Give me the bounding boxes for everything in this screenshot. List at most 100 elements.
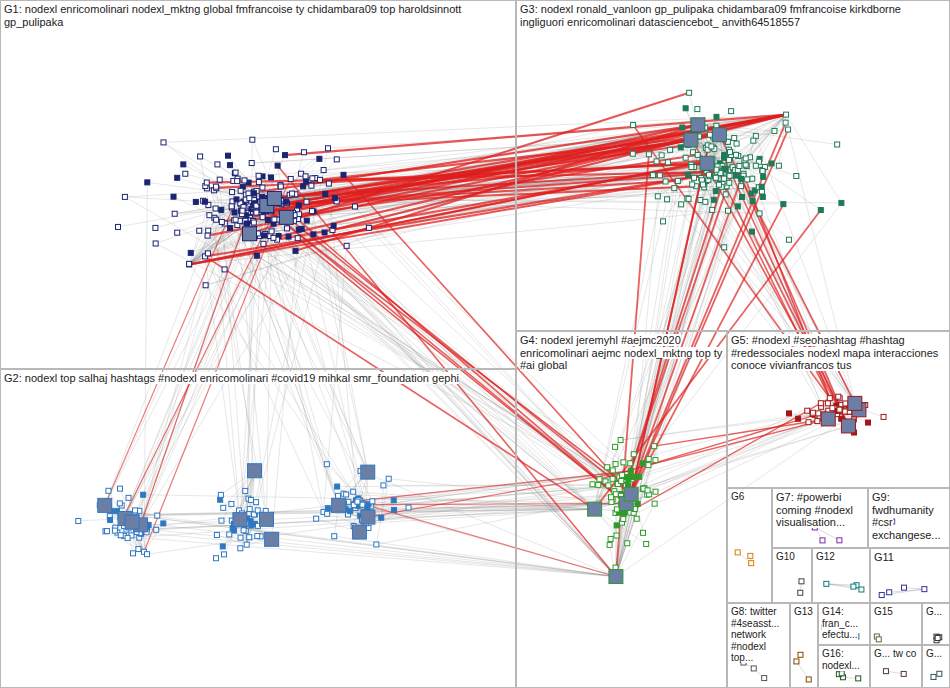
vertex-square [838, 407, 843, 412]
edge-line [105, 199, 237, 505]
edge-line [616, 247, 724, 576]
vertex-square [161, 521, 166, 526]
vertex-square [759, 184, 764, 189]
vertex-square [155, 513, 160, 518]
group-panel: G6 [727, 488, 772, 603]
vertex-square [631, 474, 636, 479]
vertex-square [637, 474, 642, 479]
vertex-square [352, 204, 357, 209]
vertex-square [218, 492, 223, 497]
vertex-square [750, 176, 755, 181]
group-heading-wrap: G12 [816, 551, 866, 563]
vertex-square [837, 407, 842, 412]
edge-line [681, 147, 849, 426]
vertex-square [265, 218, 270, 223]
group-panel: G... tw co [870, 645, 922, 688]
vertex-square [310, 176, 315, 181]
edge-line [362, 503, 626, 504]
vertex-square [733, 152, 738, 157]
vertex-square [614, 507, 619, 512]
vertex-square [247, 507, 252, 512]
vertex-square [784, 112, 789, 117]
vertex-square [628, 461, 633, 466]
vertex-square [827, 396, 832, 401]
vertex-square [225, 153, 230, 158]
vertex-square [317, 156, 322, 161]
vertex-square [743, 156, 748, 161]
vertex-square [711, 197, 716, 202]
vertex-square [634, 516, 639, 521]
edge-line [631, 150, 708, 494]
vertex-square [311, 232, 316, 237]
avatar-square [361, 465, 375, 479]
edge-line [247, 140, 253, 545]
vertex-square [713, 176, 718, 181]
avatar-square [248, 464, 262, 478]
vertex-square [931, 674, 936, 679]
avatar-square [259, 512, 273, 526]
vertex-square [323, 191, 328, 196]
edge-line [286, 217, 616, 576]
vertex-square [597, 477, 602, 482]
vertex-square [726, 157, 731, 162]
vertex-square [839, 671, 844, 676]
avatar-square [242, 227, 256, 241]
vertex-square [739, 176, 744, 181]
edge-line [189, 175, 709, 265]
group-heading-wrap: G10 [776, 551, 808, 563]
edge-line [274, 219, 626, 503]
edge-line [139, 538, 616, 577]
vertex-square [296, 227, 301, 232]
vertex-square [714, 167, 719, 172]
edge-line [815, 527, 840, 540]
edge-line [105, 505, 156, 529]
vertex-square [613, 462, 618, 467]
vertex-square [175, 230, 180, 235]
vertex-square [222, 267, 227, 272]
vertex-square [735, 550, 740, 555]
vertex-square [336, 493, 341, 498]
vertex-square [293, 248, 298, 253]
edge-line [689, 93, 707, 163]
vertex-square [646, 457, 651, 462]
vertex-square [126, 495, 131, 500]
edge-line [205, 256, 368, 517]
group-heading: G9: fwdhumanity #csr exchangese... [872, 491, 941, 541]
vertex-square [883, 669, 888, 674]
vertex-square [325, 506, 330, 511]
avatar-square [125, 515, 139, 529]
vertex-square [762, 676, 767, 681]
group-heading-wrap: G15 [874, 606, 918, 618]
group-heading: G14: fran_c... efectu... [822, 606, 858, 640]
group-heading-wrap: G6 [731, 491, 768, 503]
vertex-square [260, 185, 265, 190]
edge-line [786, 115, 841, 203]
vertex-square [757, 211, 762, 216]
avatar-square [700, 156, 714, 170]
vertex-square [794, 173, 799, 178]
group-heading: G... tw co [874, 648, 916, 659]
vertex-square [645, 488, 650, 493]
group-panel: G16: nodexl... [818, 645, 870, 688]
edge-line [225, 223, 381, 517]
group-panel: G12 [812, 548, 870, 603]
vertex-square [154, 527, 159, 532]
vertex-square [334, 157, 339, 162]
vertex-square [851, 584, 856, 589]
vertex-square [659, 153, 664, 158]
vertex-square [830, 406, 835, 411]
group-heading-wrap: G2: nodexl top salhaj hashtags #nodexl e… [4, 372, 512, 385]
vertex-square [219, 219, 224, 224]
vertex-square [631, 452, 636, 457]
edge-line [626, 144, 737, 485]
vertex-square [214, 217, 219, 222]
vertex-square [335, 484, 340, 489]
vertex-square [621, 460, 626, 465]
group-panel: G3: nodexl ronald_vanloon gp_pulipaka ch… [516, 0, 950, 331]
vertex-square [614, 533, 619, 538]
avatar-square [588, 502, 602, 516]
vertex-square [205, 251, 210, 256]
vertex-square [838, 407, 843, 412]
vertex-square [805, 408, 810, 413]
vertex-square [818, 208, 823, 213]
